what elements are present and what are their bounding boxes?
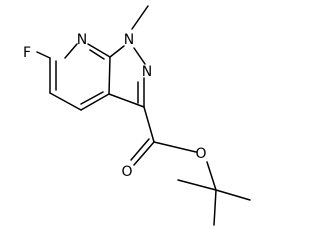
bond-npy-c7a bbox=[87, 43, 111, 58]
bond-c3a-c4 bbox=[80, 93, 110, 111]
bond-c7a-c3a bbox=[108, 56, 111, 95]
bond-oester-cq bbox=[206, 161, 217, 191]
atom-label-oxygen-carbonyl: O bbox=[121, 164, 132, 180]
bond-c3-carbonyl bbox=[143, 106, 155, 143]
bond-c6-npy bbox=[64, 43, 78, 59]
atom-label-oxygen-ester: O bbox=[195, 146, 206, 162]
bond-cq-methyl-c bbox=[213, 189, 217, 226]
bond-cq-methyl-b bbox=[215, 189, 251, 201]
bond-c6-f bbox=[36, 51, 51, 59]
bond-n1-methyl bbox=[131, 5, 149, 30]
bond-carbonyl-oester bbox=[153, 141, 197, 153]
atom-label-nitrogen-n2: N bbox=[142, 64, 152, 80]
bond-c4-c5 bbox=[49, 92, 82, 111]
bond-carbonyl-o bbox=[133, 141, 155, 166]
bond-cq-methyl-a bbox=[177, 179, 217, 191]
bond-c3-c3a bbox=[108, 93, 145, 108]
bond-carbonyl-o-inner bbox=[130, 138, 150, 161]
bond-c7a-n1 bbox=[109, 45, 125, 58]
bond-npy-c7a-inner bbox=[89, 49, 105, 60]
bond-n1-n2 bbox=[133, 47, 146, 65]
atom-label-nitrogen-n1: N bbox=[124, 32, 134, 48]
bond-c3a-c4-inner bbox=[80, 91, 104, 105]
atom-label-fluorine: F bbox=[23, 45, 31, 61]
chemical-structure-diagram: F N N N O O bbox=[23, 5, 251, 226]
atom-label-nitrogen-pyridine: N bbox=[77, 32, 87, 48]
